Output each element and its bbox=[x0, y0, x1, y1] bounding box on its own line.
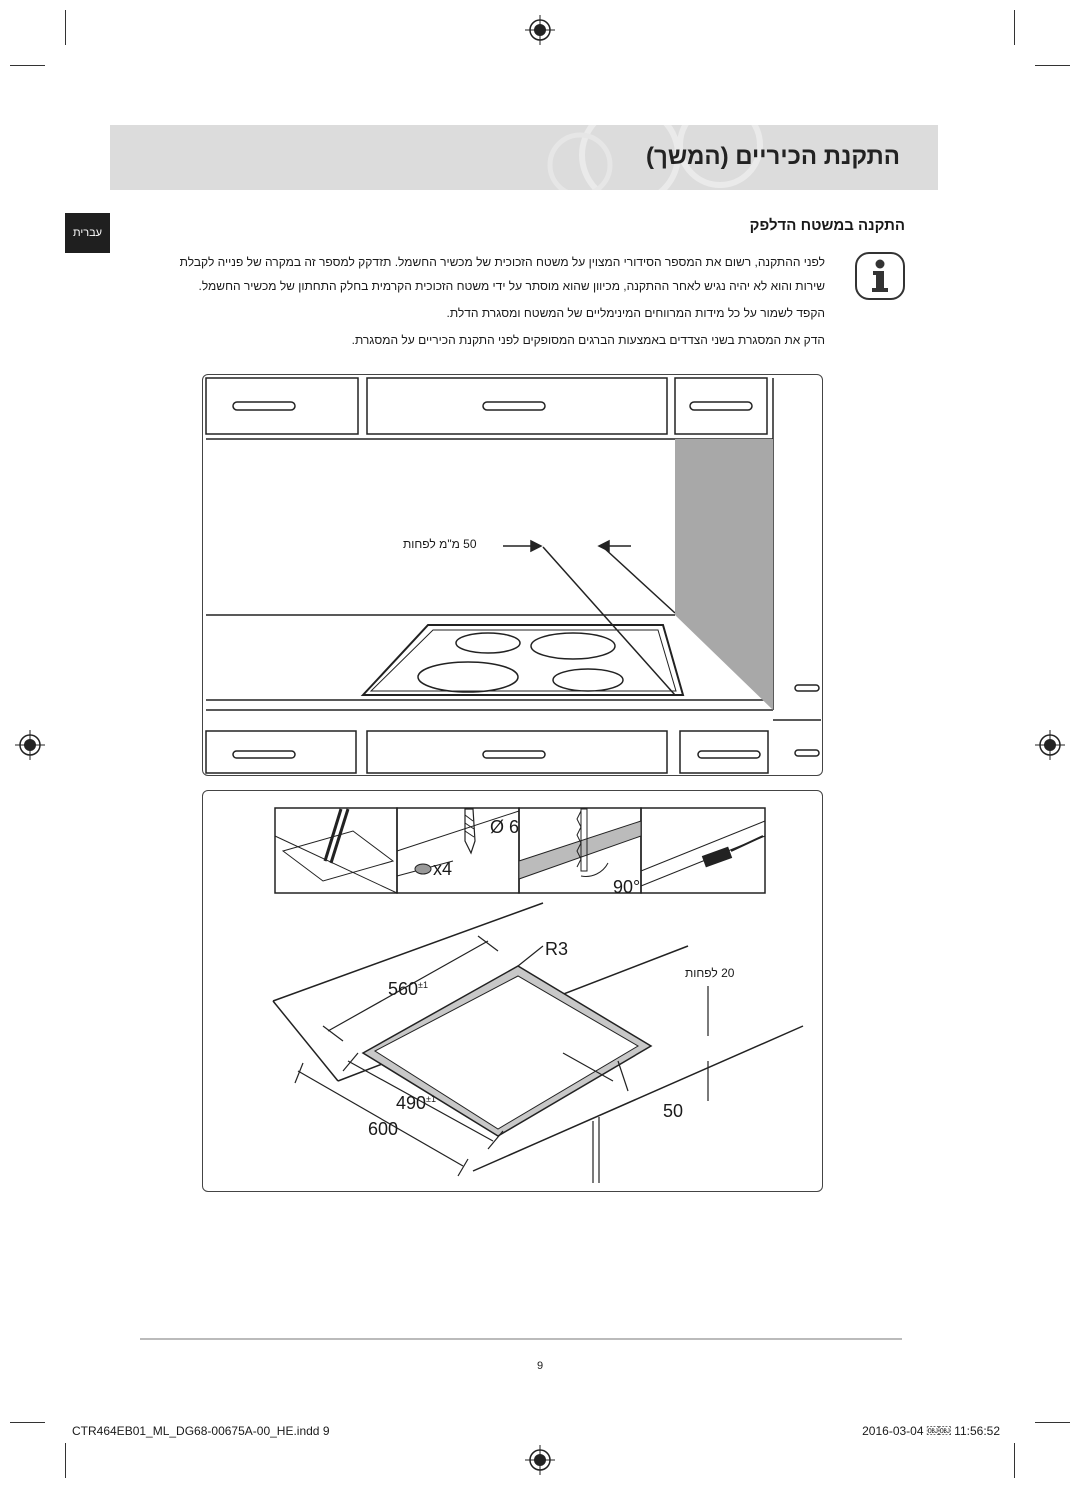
page-title: התקנת הכיריים (המשך) bbox=[646, 143, 900, 170]
clearance-label: 50 מ"מ לפחות bbox=[403, 537, 477, 551]
dimension-600: 600 bbox=[368, 1119, 399, 1139]
paragraph: לפני ההתקנה, רשום את המספר הסידורי המצוי… bbox=[179, 255, 825, 269]
dimension-560: 560±1 bbox=[388, 979, 428, 1000]
footer-timestamp: 2016-03-04 ￼￼ 11:56:52 bbox=[862, 1424, 1000, 1438]
crop-mark bbox=[10, 65, 45, 66]
paragraph: הדק את המסגרת בשני הצדדים באמצעות הברגים… bbox=[351, 333, 825, 347]
kitchen-clearance-diagram: 50 מ"מ לפחות bbox=[202, 374, 823, 776]
registration-mark-icon bbox=[525, 15, 555, 45]
paragraph: שירות והוא לא יהיה נגיש לאחר ההתקנה, מכי… bbox=[198, 279, 825, 293]
dimension-560-tolerance: ±1 bbox=[418, 980, 428, 990]
dimension-490: 490±1 bbox=[396, 1093, 436, 1114]
crop-mark bbox=[1014, 1443, 1015, 1478]
crop-mark bbox=[1014, 10, 1015, 45]
registration-mark-icon bbox=[525, 1445, 555, 1475]
angle-label: 90° bbox=[613, 877, 641, 897]
header-band: התקנת הכיריים (המשך) bbox=[110, 125, 938, 190]
screws-label: x4 bbox=[433, 859, 453, 879]
paragraph: הקפד לשמור על כל מידות המרווחים המינימלי… bbox=[446, 306, 825, 320]
dimension-50: 50 bbox=[663, 1101, 684, 1121]
registration-mark-icon bbox=[1035, 730, 1065, 760]
dimension-490-tolerance: ±1 bbox=[426, 1094, 436, 1104]
crop-mark bbox=[65, 1443, 66, 1478]
crop-mark bbox=[1035, 1422, 1070, 1423]
page-number: 9 bbox=[536, 1360, 544, 1372]
dimension-490-value: 490 bbox=[396, 1093, 427, 1113]
crop-mark bbox=[10, 1422, 45, 1423]
crop-mark bbox=[1035, 65, 1070, 66]
drill-label: Ø 6 bbox=[490, 817, 520, 837]
crop-mark bbox=[65, 10, 66, 45]
section-title: התקנה במשטח הדלפק bbox=[749, 217, 905, 234]
divider bbox=[140, 1338, 902, 1340]
info-icon bbox=[855, 252, 905, 300]
language-tab: עברית bbox=[65, 213, 110, 253]
footer-filename: CTR464EB01_ML_DG68-00675A-00_HE.indd 9 bbox=[72, 1424, 330, 1438]
registration-mark-icon bbox=[15, 730, 45, 760]
tomato-decoration-icon bbox=[547, 125, 763, 190]
cutout-dimensions-diagram: Ø 6 x4 90° R3 20 לפחות 560±1 490±1 600 5… bbox=[202, 790, 823, 1192]
radius-label: R3 bbox=[545, 939, 569, 959]
min-distance-label: 20 לפחות bbox=[685, 966, 735, 980]
dimension-560-value: 560 bbox=[388, 979, 419, 999]
